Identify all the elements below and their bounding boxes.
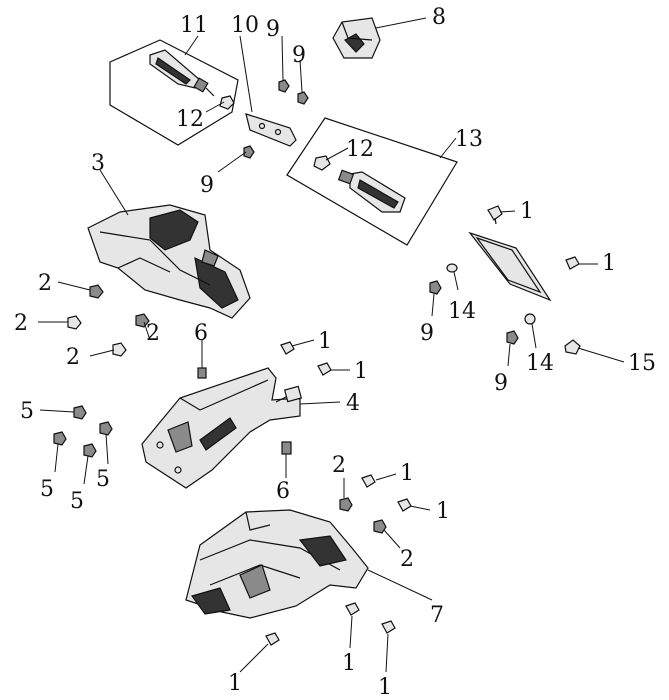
part-9-nut-upper-a: [278, 79, 290, 93]
callout-2: 2: [146, 321, 160, 346]
part-1-screw-c: [280, 341, 295, 355]
callout-1: 1: [318, 329, 332, 354]
part-1-screw-e: [361, 474, 376, 488]
callout-15: 15: [628, 351, 656, 376]
part-12-nut-right: [313, 155, 331, 171]
callout-5: 5: [70, 489, 84, 514]
callout-4: 4: [346, 391, 360, 416]
part-15-clip: [564, 339, 581, 355]
callout-9: 9: [266, 17, 280, 42]
callout-14: 14: [526, 351, 554, 376]
part-5-nut-c: [83, 443, 97, 458]
callout-9: 9: [420, 321, 434, 346]
callout-10: 10: [231, 13, 259, 38]
callout-8: 8: [432, 5, 446, 30]
callout-3: 3: [91, 151, 105, 176]
part-2-nut-e: [339, 497, 353, 512]
callout-5: 5: [96, 467, 110, 492]
callout-7: 7: [430, 603, 444, 628]
part-12-nut-left: [219, 95, 235, 110]
part-14-washer-a: [446, 263, 458, 273]
callout-11: 11: [180, 13, 208, 38]
callout-1: 1: [436, 499, 450, 524]
part-1-screw-a: [487, 205, 503, 225]
part-5-nut-a: [73, 405, 87, 420]
part-6-grommet-lower: [281, 441, 292, 455]
callout-2: 2: [400, 547, 414, 572]
callout-12: 12: [346, 137, 374, 162]
part-6-grommet-upper: [197, 367, 207, 379]
part-7-rear-fender: [185, 509, 369, 619]
part-5-nut-b: [53, 431, 67, 446]
part-2-nut-f: [373, 519, 387, 534]
part-9-nut-right-a: [429, 280, 442, 295]
license-plate-reflector-inner: [475, 236, 542, 294]
part-4-mounting-bracket: [141, 367, 303, 489]
callout-1: 1: [400, 461, 414, 486]
callout-9: 9: [494, 371, 508, 396]
callout-1: 1: [520, 199, 534, 224]
callout-1: 1: [342, 651, 356, 676]
callout-6: 6: [194, 321, 208, 346]
part-9-nut-upper-b: [297, 91, 309, 105]
part-2-nut-a: [89, 284, 104, 299]
turn-signal-right-group-box: [286, 117, 458, 246]
part-2-nut-b: [67, 315, 82, 330]
part-1-screw-i: [381, 620, 396, 634]
part-2-nut-d: [112, 342, 127, 357]
part-3-tail-cover: [87, 204, 251, 319]
callout-2: 2: [38, 271, 52, 296]
callout-9: 9: [292, 43, 306, 68]
part-1-screw-d: [317, 362, 332, 376]
callout-1: 1: [354, 359, 368, 384]
part-10-bracket-plate: [245, 113, 297, 147]
leader-lines: [38, 17, 625, 673]
callout-2: 2: [332, 453, 346, 478]
callout-6: 6: [276, 479, 290, 504]
callout-1: 1: [228, 671, 242, 696]
part-14-washer-b: [524, 313, 536, 325]
callout-12: 12: [176, 107, 204, 132]
callout-5: 5: [40, 477, 54, 502]
callout-1: 1: [602, 251, 616, 276]
license-plate-reflector: [468, 231, 552, 302]
part-13-turn-signal-right: [337, 169, 406, 213]
part-9-nut-mid: [243, 145, 255, 159]
callout-2: 2: [66, 345, 80, 370]
part-11-turn-signal-left: [149, 49, 215, 97]
part-5-nut-d: [99, 421, 113, 436]
part-1-screw-f: [397, 498, 412, 512]
callout-2: 2: [14, 311, 28, 336]
callout-9: 9: [200, 173, 214, 198]
callout-1: 1: [378, 675, 392, 700]
part-8-reflector-housing: [332, 17, 381, 59]
part-1-screw-g: [265, 632, 280, 646]
part-1-screw-h: [345, 602, 360, 616]
part-9-nut-right-b: [506, 330, 519, 345]
callout-14: 14: [448, 299, 476, 324]
turn-signal-left-group-box: [109, 39, 239, 146]
callout-5: 5: [20, 399, 34, 424]
part-1-screw-b: [565, 256, 580, 270]
part-2-nut-c: [135, 313, 150, 328]
callout-13: 13: [455, 127, 483, 152]
callout-labels: 11 10 9 9 8 12 12 13 3 9 1 1 2 2 2 2 14 …: [14, 5, 656, 700]
